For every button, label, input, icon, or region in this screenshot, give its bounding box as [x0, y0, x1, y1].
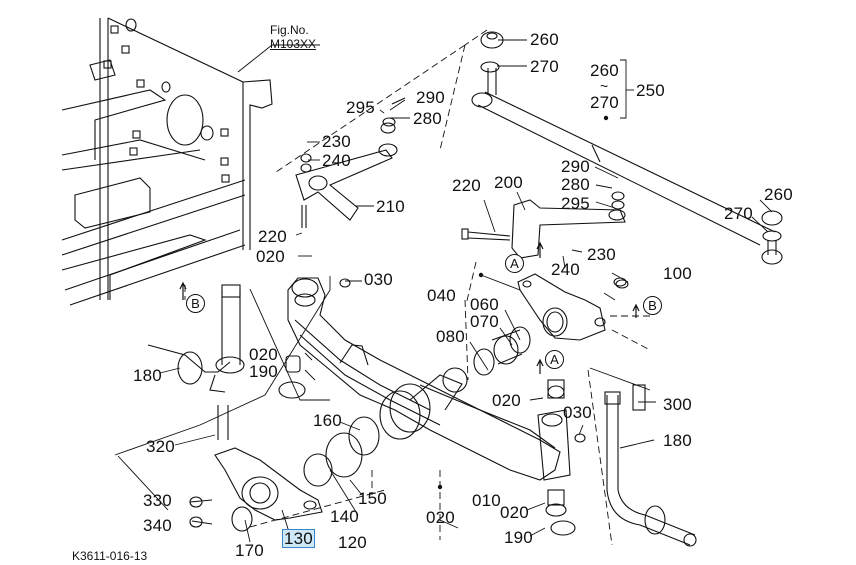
- part-callout-240[interactable]: 240: [322, 151, 351, 170]
- part-callout-270[interactable]: 270: [724, 204, 753, 223]
- part-callout-270[interactable]: 270: [590, 93, 619, 112]
- part-callout-250[interactable]: 250: [636, 81, 665, 100]
- part-callout-290[interactable]: 290: [416, 88, 445, 107]
- chassis-frame: [61, 17, 273, 306]
- steering-arm-200: [461, 191, 626, 259]
- part-callout-120[interactable]: 120: [338, 533, 367, 552]
- part-callout-340[interactable]: 340: [143, 516, 172, 535]
- part-callout-320[interactable]: 320: [146, 437, 175, 456]
- part-callout-260[interactable]: 260: [764, 185, 793, 204]
- drawing-code: K3611-016-13: [72, 549, 148, 563]
- part-callout-030[interactable]: 030: [563, 403, 592, 422]
- fig-label: Fig.No.: [270, 23, 309, 37]
- part-callout-230[interactable]: 230: [587, 245, 616, 264]
- part-callout-170[interactable]: 170: [235, 541, 264, 560]
- part-callout-280[interactable]: 280: [413, 109, 442, 128]
- part-callout-020[interactable]: 020: [426, 508, 455, 527]
- part-callout-220[interactable]: 220: [258, 227, 287, 246]
- part-callout-230[interactable]: 230: [322, 132, 351, 151]
- part-callout-020[interactable]: 020: [500, 503, 529, 522]
- part-callout-010[interactable]: 010: [472, 491, 501, 510]
- guide-lines: [184, 29, 651, 546]
- part-callout-070[interactable]: 070: [470, 312, 499, 331]
- part-callout-240[interactable]: 240: [551, 260, 580, 279]
- part-callout-080[interactable]: 080: [436, 327, 465, 346]
- left-components: [147, 284, 380, 532]
- part-callout-030[interactable]: 030: [364, 270, 393, 289]
- reference-marker-a: A: [505, 254, 524, 273]
- part-callout-130-highlighted[interactable]: 130: [282, 529, 315, 548]
- part-callout-100[interactable]: 100: [663, 264, 692, 283]
- fig-number: M103XX: [270, 37, 317, 51]
- range-separator: ~: [600, 78, 609, 94]
- knuckle-040: [517, 273, 629, 341]
- front-axle: [287, 277, 571, 481]
- part-callout-300[interactable]: 300: [663, 395, 692, 414]
- part-callout-020[interactable]: 020: [256, 247, 285, 266]
- part-callout-220[interactable]: 220: [452, 176, 481, 195]
- part-callout-260[interactable]: 260: [530, 30, 559, 49]
- reference-marker-a: A: [545, 350, 564, 369]
- part-callout-280[interactable]: 280: [561, 175, 590, 194]
- part-callout-330[interactable]: 330: [143, 491, 172, 510]
- part-callout-295[interactable]: 295: [561, 194, 590, 213]
- part-callout-140[interactable]: 140: [330, 507, 359, 526]
- fig-leader-line: [237, 44, 320, 73]
- right-components: [339, 277, 697, 547]
- part-callout-020[interactable]: 020: [249, 345, 278, 364]
- direction-arrows: [179, 241, 640, 374]
- reference-marker-b: B: [643, 296, 662, 315]
- part-callout-180[interactable]: 180: [663, 431, 692, 450]
- part-callout-210[interactable]: 210: [376, 197, 405, 216]
- part-callout-150[interactable]: 150: [358, 489, 387, 508]
- part-callout-290[interactable]: 290: [561, 157, 590, 176]
- part-callout-295[interactable]: 295: [346, 98, 375, 117]
- part-callout-190[interactable]: 190: [249, 362, 278, 381]
- reference-marker-b: B: [186, 294, 205, 313]
- part-callout-270[interactable]: 270: [530, 57, 559, 76]
- part-callout-200[interactable]: 200: [494, 173, 523, 192]
- steering-arm-210: [295, 97, 406, 228]
- part-callout-160[interactable]: 160: [313, 411, 342, 430]
- part-callout-180[interactable]: 180: [133, 366, 162, 385]
- bushings: [442, 326, 531, 393]
- leader-dots: [437, 115, 609, 490]
- part-callout-190[interactable]: 190: [504, 528, 533, 547]
- part-callout-060[interactable]: 060: [470, 295, 499, 314]
- part-callout-040[interactable]: 040: [427, 286, 456, 305]
- leader-lines: [114, 39, 773, 543]
- part-callout-260[interactable]: 260: [590, 61, 619, 80]
- part-callout-020[interactable]: 020: [492, 391, 521, 410]
- tie-rod: [471, 31, 783, 265]
